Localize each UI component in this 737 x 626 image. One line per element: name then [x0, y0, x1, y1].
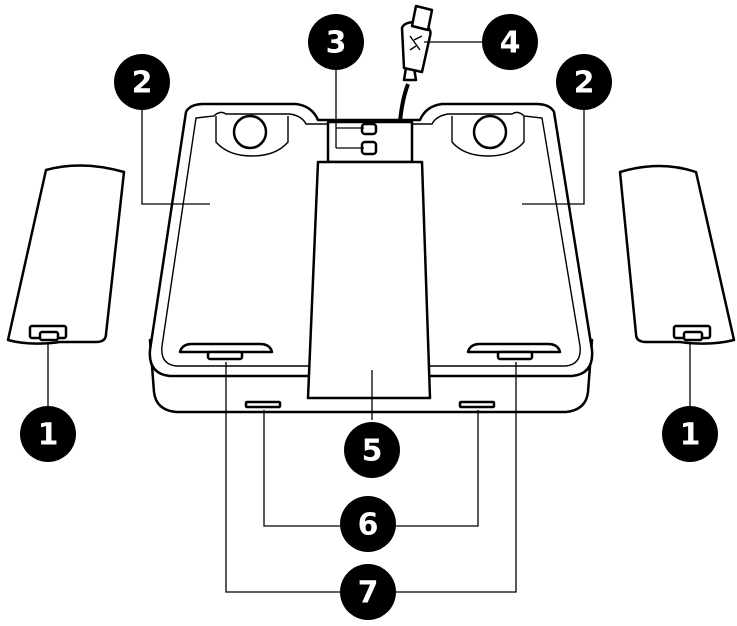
callout-1-right: 1 — [662, 406, 718, 462]
callout-5: 5 — [344, 422, 400, 478]
charging-dock — [148, 102, 594, 414]
dock-inner-rim — [161, 111, 581, 367]
callout-2-right: 2 — [556, 54, 612, 110]
svg-text:1: 1 — [680, 418, 701, 453]
leader-lines — [47, 41, 691, 593]
svg-text:4: 4 — [500, 26, 521, 61]
svg-text:2: 2 — [132, 66, 153, 101]
battery-cover-left — [6, 164, 126, 345]
callout-3: 3 — [308, 14, 364, 70]
svg-text:6: 6 — [358, 508, 379, 543]
svg-text:5: 5 — [362, 434, 383, 469]
right-latch-slot — [466, 342, 562, 354]
callout-7: 7 — [340, 564, 396, 620]
callout-6: 6 — [340, 496, 396, 552]
svg-text:2: 2 — [574, 66, 595, 101]
left-contact-bump — [215, 114, 289, 157]
usb-plug-tip — [410, 4, 434, 32]
battery-cover-right — [618, 164, 736, 345]
right-front-slot — [458, 400, 496, 409]
right-contact-bump — [451, 114, 525, 157]
callout-2-left: 2 — [114, 54, 170, 110]
usb-port-housing — [326, 120, 414, 164]
left-front-slot — [244, 400, 282, 409]
usb-cable — [398, 4, 434, 123]
callout-1-left: 1 — [20, 406, 76, 462]
left-latch-slot — [178, 342, 274, 354]
svg-text:7: 7 — [358, 576, 379, 611]
center-spine — [306, 160, 432, 400]
svg-text:3: 3 — [326, 26, 347, 61]
svg-text:1: 1 — [38, 418, 59, 453]
callout-4: 4 — [482, 14, 538, 70]
